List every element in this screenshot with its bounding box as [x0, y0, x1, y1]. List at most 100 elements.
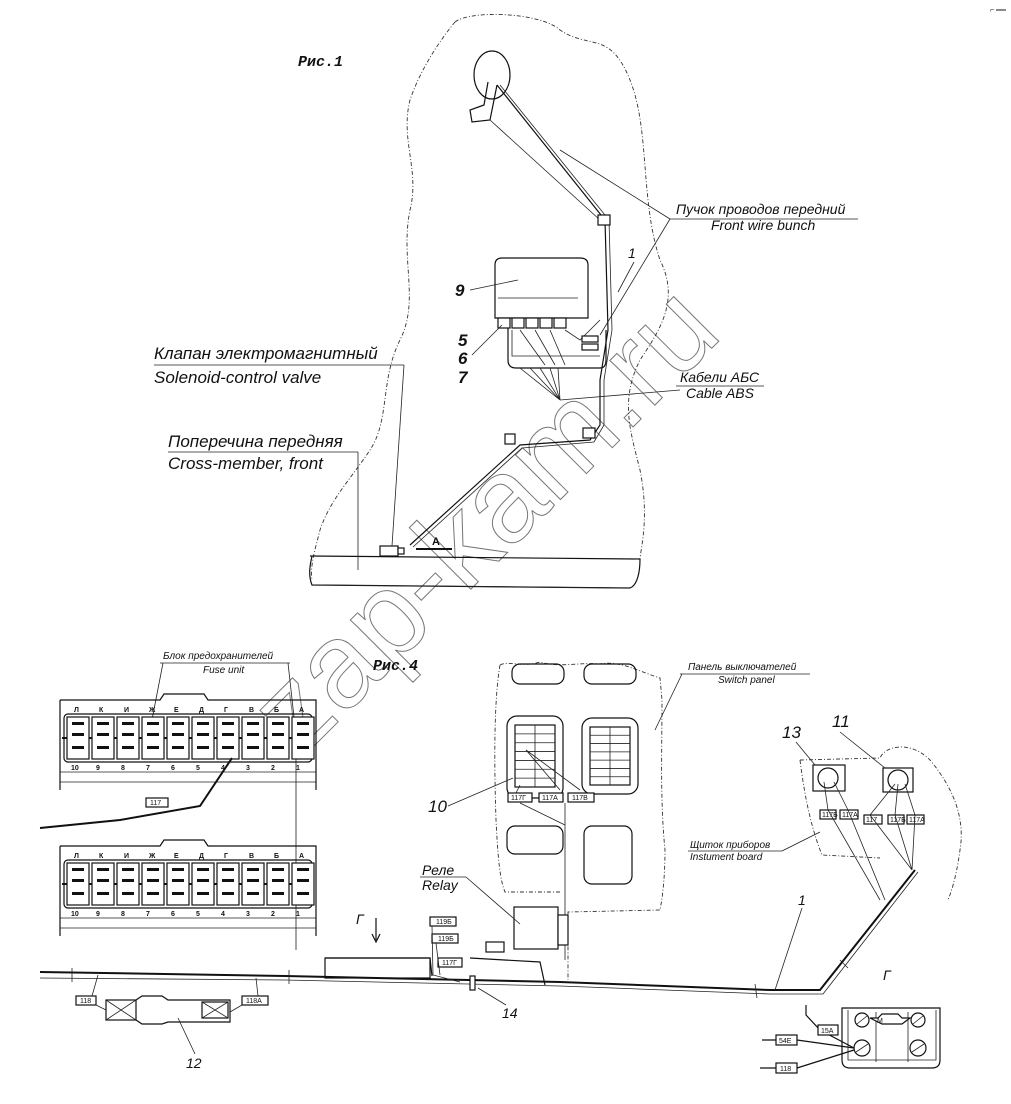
fuse-number-label: 10: [71, 765, 79, 772]
fuse-slot: [216, 862, 240, 906]
fuse-number-label: 10: [71, 911, 79, 918]
instrument-board-label-en: Instument board: [690, 852, 763, 863]
part-9-label: 9: [455, 281, 465, 300]
fuse-letter-label: Г: [224, 707, 228, 714]
switch-10: [506, 715, 564, 799]
front-wire-bunch-label-en: Front wire bunch: [711, 217, 815, 233]
section-g-view-mark: Г: [883, 967, 892, 983]
solenoid-valve-label-ru: Клапан электромагнитный: [154, 344, 378, 363]
solenoid-valve: [379, 545, 399, 557]
fuse-number-label: 1: [296, 765, 300, 772]
wire-tag-117g-relay: 117Г: [442, 960, 457, 967]
fuse-number-label: 7: [146, 765, 150, 772]
fuse-letter-label: Г: [224, 853, 228, 860]
fuse-slot: [141, 716, 165, 760]
main-harness: [39, 869, 916, 991]
part-12-label: 12: [186, 1055, 202, 1071]
fuse-slot: [166, 862, 190, 906]
fuse-letter-label: Б: [274, 853, 279, 860]
fuse-slot: [66, 716, 90, 760]
wire-tag-11-117b: 117Б: [890, 817, 906, 824]
solenoid-valve-label-en: Solenoid-control valve: [154, 368, 321, 387]
fuse-number-label: 3: [246, 765, 250, 772]
fuse-wire: [39, 757, 233, 829]
fuse-slot: [116, 862, 140, 906]
wire-tag-119b-2: 119Б: [438, 936, 454, 943]
relay: [513, 906, 559, 950]
part-1-label: 1: [628, 245, 636, 261]
front-wire-bunch-label-ru: Пучок проводов передний: [676, 201, 846, 217]
section-g-arrow-mark: Г: [356, 911, 365, 927]
instrument-board-label-ru: Щиток приборов: [690, 839, 770, 851]
fuse-letter-label: Д: [199, 707, 204, 714]
switch-panel-label-en: Switch panel: [718, 675, 775, 686]
fuse-letter-label: Л: [74, 707, 79, 714]
wire-tag-117g: 117Г: [511, 795, 526, 802]
switch-panel-outline: [499, 661, 666, 980]
fuse-letter-label: К: [99, 853, 104, 860]
part-5-label: 5: [458, 331, 468, 350]
wire-tag-117b: 117В: [572, 795, 588, 802]
indicator-11: [882, 767, 914, 793]
wire-tag-117: 117: [150, 800, 161, 807]
part-10-label: 10: [428, 797, 447, 816]
fuse-number-label: 6: [171, 911, 175, 918]
fuse-number-label: 7: [146, 911, 150, 918]
relay-label-en: Relay: [422, 877, 459, 893]
fuse-number-label: 5: [196, 911, 200, 918]
indicator-13: [812, 764, 846, 792]
fuse-letter-label: К: [99, 707, 104, 714]
fuse-slot: [291, 716, 315, 760]
cable-abs-label-en: Cable ABS: [686, 385, 755, 401]
fuse-letter-label: Ж: [148, 707, 156, 714]
wire-tag-11-117a: 117А: [909, 817, 925, 824]
fuse-number-label: 6: [171, 765, 175, 772]
fuse-slot: [241, 716, 265, 760]
cable-abs-label-ru: Кабели АБС: [680, 369, 760, 385]
fuse-number-label: 9: [96, 765, 100, 772]
part-14-label: 14: [502, 1005, 518, 1021]
part-7-label: 7: [458, 368, 469, 387]
fuse-letter-label: В: [249, 853, 254, 860]
bracket: [469, 81, 498, 123]
fuse-letter-label: Д: [199, 853, 204, 860]
fuse-slot: [116, 716, 140, 760]
figure-4-label: Рис.4: [373, 658, 418, 675]
wire-tag-118a: 118А: [246, 998, 262, 1005]
fuse-number-label: 2: [271, 765, 275, 772]
cross-member-label-en: Cross-member, front: [168, 454, 324, 473]
fuse-slot: [241, 862, 265, 906]
wire-tag-15a: 15А: [821, 1028, 834, 1035]
instrument-board-outline: [799, 746, 962, 901]
wire-tag-54e: 54Е: [779, 1038, 792, 1045]
fuse-letter-label: Л: [74, 853, 79, 860]
fuse-unit-label-ru: Блок предохранителей: [163, 651, 274, 662]
section-a-mark: А: [432, 536, 440, 548]
mirror-mount: [473, 50, 511, 100]
fuse-letter-label: Е: [174, 853, 179, 860]
part-11-label: 11: [832, 712, 850, 731]
switch-panel-label-ru: Панель выключателей: [688, 662, 797, 673]
fuse-slot: [266, 716, 290, 760]
fuse-letter-label: Б: [274, 707, 279, 714]
fuse-number-label: 2: [271, 911, 275, 918]
fuse-slot: [91, 862, 115, 906]
wire-tag-11-117: 117: [866, 817, 877, 824]
fuse-letter-label: И: [124, 707, 129, 714]
fuse-link-tag: М: [877, 1018, 883, 1025]
fuse-letter-label: И: [124, 853, 129, 860]
part-6-label: 6: [458, 349, 468, 368]
fuse-number-label: 3: [246, 911, 250, 918]
fuse-number-label: 1: [296, 911, 300, 918]
fuse-number-label: 8: [121, 911, 125, 918]
fuse-letter-label: А: [299, 853, 304, 860]
relay-label-ru: Реле: [422, 862, 454, 878]
fuse-letter-label: В: [249, 707, 254, 714]
terminal-block-view-g: М: [841, 1007, 941, 1069]
fuse-slot: [266, 862, 290, 906]
fuse-number-label: 9: [96, 911, 100, 918]
fuse-letter-label: А: [299, 707, 304, 714]
connector-12: [105, 995, 231, 1025]
